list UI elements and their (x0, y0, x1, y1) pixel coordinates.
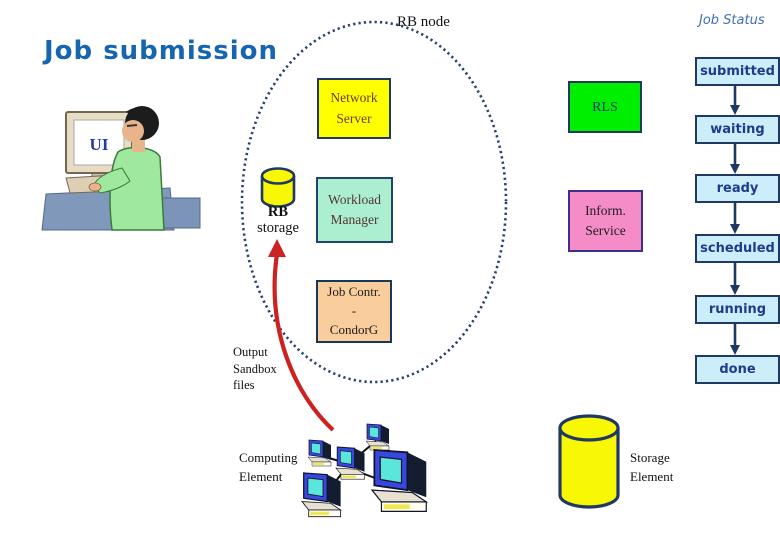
workload-manager-box: Workload Manager (316, 177, 393, 243)
rb-storage-cylinder-icon (260, 167, 296, 208)
output-sandbox-arrow (268, 239, 335, 432)
job-controller-condorg-box: Job Contr. - CondorG (316, 280, 392, 343)
status-box-done: done (695, 355, 780, 384)
network-server-box: Network Server (317, 78, 391, 139)
job-controller-line: CondorG (329, 321, 379, 337)
job-status-heading: Job Status (699, 13, 765, 28)
page-title: Job submission (44, 36, 279, 66)
computing-element-label: Computing Element (239, 450, 298, 484)
information-service-box: Inform. Service (568, 190, 643, 252)
output-sandbox-files-label: Output Sandbox files (233, 345, 277, 392)
job-controller-line: Job Contr. (327, 284, 381, 300)
status-box-scheduled: scheduled (695, 234, 780, 263)
storage-element-label: Storage Element (630, 450, 674, 484)
status-flow-arrows (730, 86, 740, 355)
job-controller-line: - (351, 303, 357, 319)
rb-node-dotted-ellipse (240, 20, 508, 384)
user-workstation-icon: UI (41, 106, 201, 231)
status-box-waiting: waiting (695, 115, 780, 144)
ui-screen-label: UI (90, 135, 109, 154)
storage-element-cylinder-icon (558, 414, 620, 509)
rb-storage-label-line1: RB (267, 204, 289, 220)
status-box-ready: ready (695, 174, 780, 203)
status-box-submitted: submitted (695, 57, 780, 86)
information-service-line: Service (585, 223, 626, 238)
rb-node-label: RB node (397, 14, 450, 30)
computing-element-cluster-icon (301, 423, 429, 518)
rb-storage-label-line2: storage (257, 220, 299, 236)
information-service-line: Inform. (585, 202, 626, 218)
rls-box: RLS (568, 81, 642, 133)
status-box-running: running (695, 295, 780, 324)
